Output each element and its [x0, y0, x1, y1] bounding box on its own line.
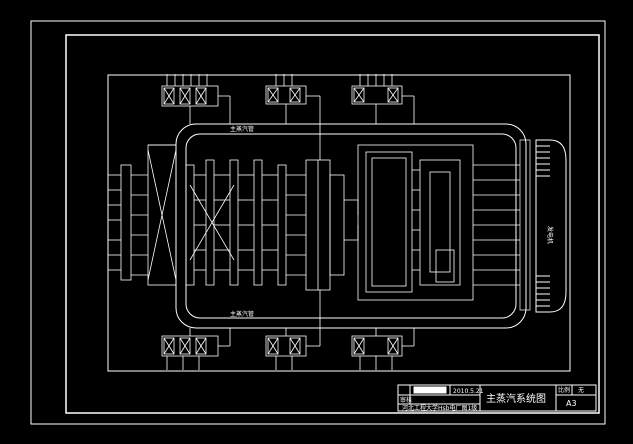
system-outline [107, 74, 571, 372]
title-block-school: 河北工程大学Hsb电厂图1级 [402, 404, 477, 412]
bottom-valve-group-right [351, 328, 403, 370]
left-input-bus [108, 164, 148, 281]
drawing-title: 主蒸汽系统图 [486, 392, 546, 405]
title-block-date: 2010.5.21 [453, 388, 484, 395]
title-block-scale-value: 无 [578, 387, 584, 394]
top-valve-group-right [351, 74, 403, 124]
pipe-label-top: 主蒸汽管 [230, 125, 254, 133]
pipe-label-bottom: 主蒸汽管 [230, 310, 254, 318]
turbine-block [357, 144, 474, 301]
bottom-valve-group-left [161, 328, 219, 370]
top-valve-group-left [161, 74, 219, 124]
title-block-scale-label: 比例 [558, 386, 570, 394]
title-block [397, 384, 597, 412]
top-valve-group-center [265, 74, 307, 124]
boiler-block [147, 144, 177, 286]
heater-columns [185, 159, 287, 286]
generator-label: 发电机 [546, 226, 554, 244]
title-block-sheet-size: A3 [566, 399, 577, 408]
steam-manifold [286, 159, 359, 291]
bottom-valve-group-center [265, 328, 307, 370]
risers [218, 95, 415, 347]
title-block-verify-label: 审核 [400, 396, 412, 404]
generator [535, 139, 567, 313]
output-lines [473, 139, 531, 311]
sheet-outer-border [30, 20, 606, 425]
drawing-frame [65, 34, 600, 414]
